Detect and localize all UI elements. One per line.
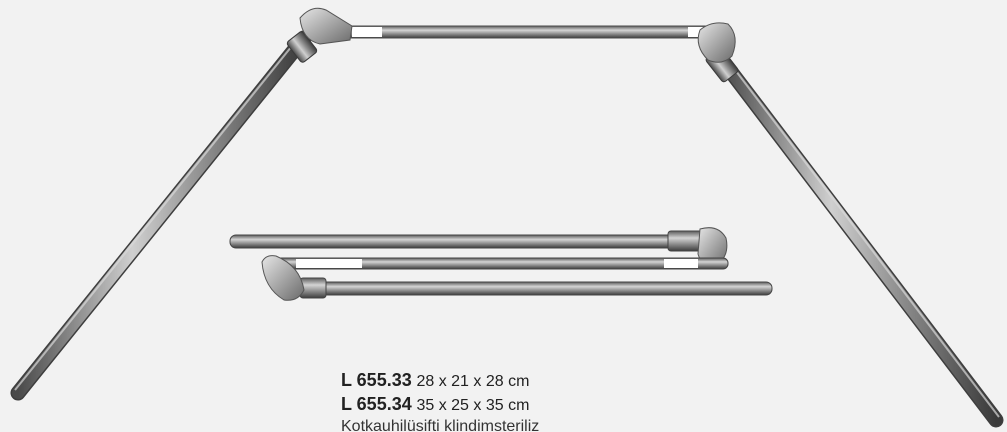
frame-right-leg [714,52,1004,428]
frame-top-bar [334,25,711,39]
frame-left-leg [10,30,312,401]
product-description: Kotkauhilüsifti klindimsteriliz [341,418,540,432]
product-code: L 655.34 [341,394,412,414]
product-dimensions: 28 x 21 x 28 cm [416,373,530,390]
folded-frame [229,227,773,301]
folded-rod-middle [267,257,729,270]
frame-top-sleeve-left [352,27,382,37]
folded-rod-top [229,227,728,267]
product-code: L 655.33 [341,370,412,390]
frame-left-joint [286,7,353,63]
product-dimensions: 35 x 25 x 35 cm [416,397,530,414]
product-spec-block: L 655.33 28 x 21 x 28 cm L 655.34 35 x 2… [341,369,841,432]
spec-line-2: L 655.34 35 x 25 x 35 cm [341,393,841,417]
spec-line-1: L 655.33 28 x 21 x 28 cm [341,369,841,393]
folded-rod-bottom [261,255,773,301]
assembled-frame [10,7,1004,428]
folded-sleeve-left [296,259,362,268]
folded-sleeve-right [664,259,698,268]
frame-top-sleeve-right [688,27,706,37]
frame-right-joint [697,22,739,83]
